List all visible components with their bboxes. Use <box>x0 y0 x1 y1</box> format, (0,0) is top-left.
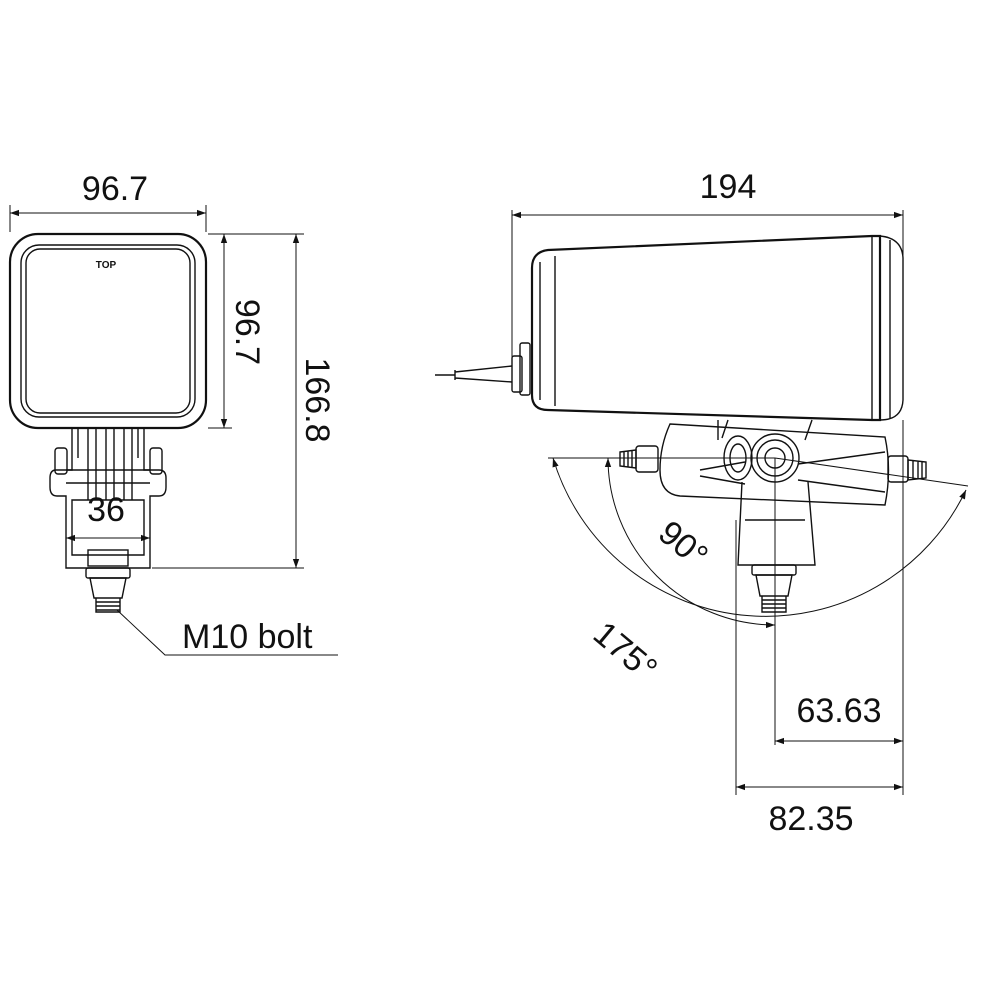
lamp-head-inner <box>20 244 196 418</box>
lamp-lens <box>25 248 191 414</box>
tilt-angle-label: 90° <box>651 513 715 575</box>
side-length-dimension: 194 <box>700 168 757 206</box>
swivel-bracket <box>619 419 927 613</box>
top-marking: TOP <box>96 260 117 271</box>
front-head-height-dimension: 96.7 <box>228 299 266 365</box>
lamp-head-outer <box>8 232 208 430</box>
front-total-height-dimension: 166.8 <box>298 357 336 442</box>
front-width-dimension: 96.7 <box>82 170 148 208</box>
bracket-width-dimension: 36 <box>87 491 125 529</box>
depth-dimension: 82.35 <box>768 800 853 838</box>
offset-dimension: 63.63 <box>796 692 881 730</box>
side-view: 194 90° 175° 63.63 82.35 <box>435 168 969 838</box>
mounting-bracket <box>49 428 167 613</box>
bolt-callout: M10 bolt <box>182 618 313 656</box>
swivel-angle-label: 175° <box>586 614 664 688</box>
front-view: TOP 96.7 96.7 166.8 36 <box>8 170 338 656</box>
lamp-body <box>530 234 882 422</box>
